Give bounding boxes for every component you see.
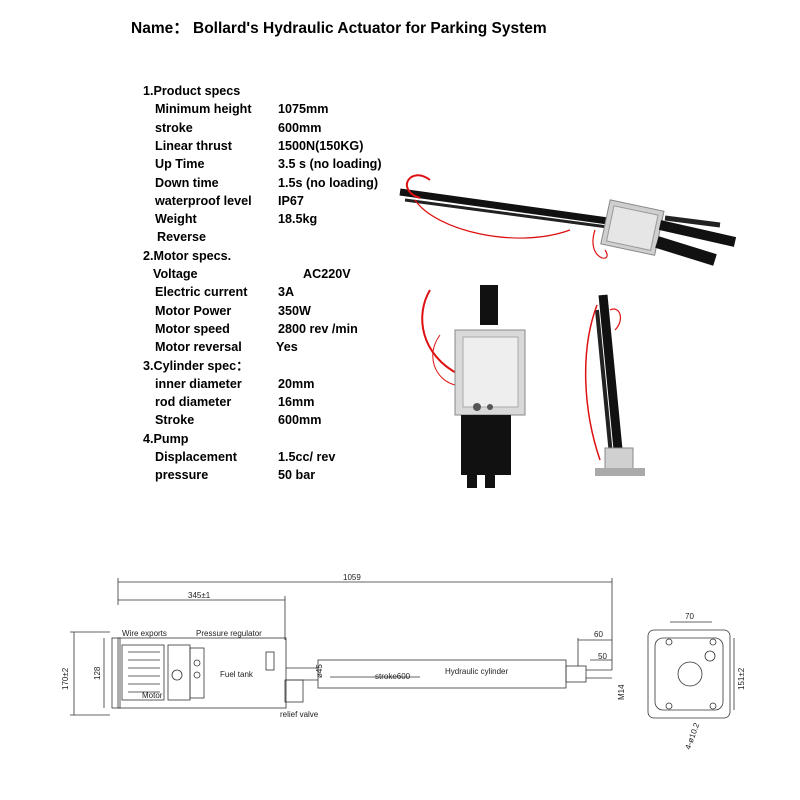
dim-151: 151±2: [737, 667, 746, 690]
dim-phi45: ø45: [315, 664, 324, 678]
spec-value: 16mm: [278, 395, 315, 410]
spec-label: Down time: [155, 175, 219, 190]
dim-holes: 4-ø10.2: [683, 721, 701, 751]
spec-label: Motor reversal: [155, 340, 242, 355]
actuator-photo-motor-closeup: [421, 285, 526, 488]
spec-label: waterproof level: [155, 193, 252, 208]
dim-total: 1059: [343, 573, 361, 582]
dim-70: 70: [685, 612, 694, 621]
label-stroke: stroke600: [375, 672, 411, 681]
spec-section-heading: 3.Cylinder spec：: [143, 358, 249, 373]
spec-label: Displacement: [155, 450, 237, 464]
dim-m14: M14: [617, 684, 626, 700]
spec-value: 1.5cc/ rev: [278, 450, 336, 464]
dim-height: 170±2: [61, 667, 70, 690]
spec-label: Motor Power: [155, 303, 232, 318]
dim-60: 60: [594, 630, 603, 639]
spec-label: Weight: [155, 212, 197, 227]
spec-value: Yes: [276, 340, 298, 355]
spec-label: Electric current: [155, 285, 248, 300]
spec-value: 2800 rev /min: [278, 321, 358, 336]
spec-value: 20mm: [278, 376, 315, 391]
spec-label: rod diameter: [155, 395, 232, 410]
dim-tank: 345±1: [188, 591, 211, 600]
spec-value: 600mm: [278, 413, 322, 428]
spec-value: 350W: [278, 303, 311, 318]
spec-section-heading: 4.Pump: [143, 431, 189, 446]
dim-inner: 128: [93, 666, 102, 680]
spec-label: Linear thrust: [155, 138, 232, 153]
spec-label: Up Time: [155, 157, 205, 172]
spec-value: AC220V: [303, 267, 351, 281]
spec-value: 3A: [278, 285, 295, 300]
label-wire-exports: Wire exports: [122, 629, 167, 638]
spec-value: 3.5 s (no loading): [278, 157, 382, 172]
spec-value: 600mm: [278, 120, 322, 135]
label-relief-valve: relief valve: [280, 710, 319, 719]
document-title: Name： Bollard's Hydraulic Actuator for P…: [131, 20, 547, 37]
actuator-photo-vertical: [584, 294, 645, 476]
dim-50: 50: [598, 652, 607, 661]
spec-section-heading: 1.Product specs: [143, 84, 241, 98]
spec-value: 1075mm: [278, 102, 329, 117]
spec-value: IP67: [278, 193, 304, 208]
label-motor: Motor: [142, 691, 163, 700]
label-hydraulic-cylinder: Hydraulic cylinder: [445, 667, 508, 676]
spec-label: inner diameter: [155, 376, 242, 391]
technical-drawing: 1059 345±1 170±2 128 Wire exports Pressu…: [61, 573, 746, 751]
actuator-photo-horizontal: [399, 174, 737, 266]
spec-label: Reverse: [157, 230, 207, 245]
spec-label: Minimum height: [155, 102, 252, 117]
spec-label: stroke: [155, 120, 193, 135]
spec-value: 1.5s (no loading): [278, 175, 379, 190]
spec-label: Voltage: [153, 267, 198, 281]
spec-label: Stroke: [155, 413, 195, 428]
spec-value: 18.5kg: [278, 212, 318, 227]
spec-value: 1500N(150KG): [278, 138, 364, 153]
spec-section-heading: 2.Motor specs.: [143, 248, 232, 263]
spec-label: Motor speed: [155, 321, 230, 336]
label-fuel-tank: Fuel tank: [220, 670, 254, 679]
spec-label: pressure: [155, 468, 209, 483]
spec-value: 50 bar: [278, 468, 316, 483]
label-pressure-regulator: Pressure regulator: [196, 629, 262, 638]
